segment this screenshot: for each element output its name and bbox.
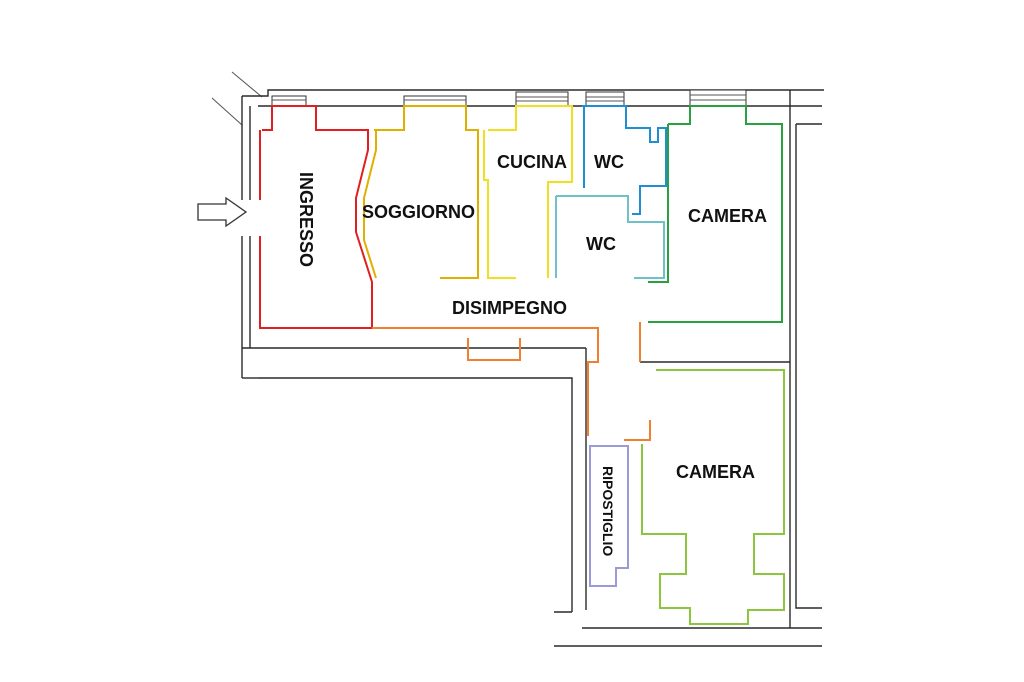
label-wc-top: WC [594, 152, 624, 172]
entrance-arrow-icon [197, 196, 248, 228]
windows [271, 89, 747, 107]
window-wc [585, 91, 625, 107]
room-outline-disimpegno [372, 322, 651, 441]
room-outline-wc-mid [555, 195, 665, 279]
window-cucina [515, 91, 569, 107]
label-wc-mid: WC [586, 234, 616, 254]
room-outline-camera-bottom [641, 369, 785, 625]
room-outline-wc-top [582, 105, 667, 215]
room-outline-cucina [483, 105, 573, 279]
room-outline-ripostiglio [589, 445, 629, 587]
label-camera-bottom: CAMERA [676, 462, 755, 482]
window-soggiorno [403, 95, 467, 107]
label-camera-top: CAMERA [688, 206, 767, 226]
label-cucina: CUCINA [497, 152, 567, 172]
window-camera [689, 89, 747, 107]
label-ripostiglio: RIPOSTIGLIO [600, 466, 616, 556]
outer-walls [211, 71, 824, 647]
room-outline-camera-top [648, 105, 783, 323]
label-disimpegno: DISIMPEGNO [452, 298, 567, 318]
label-ingresso: INGRESSO [296, 172, 316, 267]
label-soggiorno: SOGGIORNO [362, 202, 475, 222]
room-outline-soggiorno [363, 105, 479, 279]
window-ingresso [271, 95, 307, 107]
